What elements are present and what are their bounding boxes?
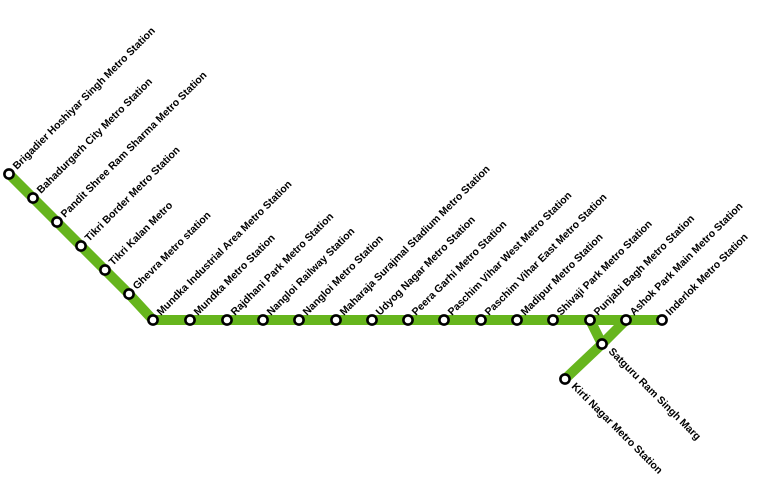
station-marker[interactable]: [584, 314, 596, 326]
station-marker[interactable]: [257, 314, 269, 326]
station-marker[interactable]: [330, 314, 342, 326]
station-marker[interactable]: [221, 314, 233, 326]
station-marker[interactable]: [293, 314, 305, 326]
station-marker[interactable]: [511, 314, 523, 326]
station-marker[interactable]: [366, 314, 378, 326]
station-marker[interactable]: [559, 373, 571, 385]
stations-group: [3, 168, 668, 385]
station-marker[interactable]: [99, 264, 111, 276]
station-marker[interactable]: [438, 314, 450, 326]
station-marker[interactable]: [147, 314, 159, 326]
station-marker[interactable]: [547, 314, 559, 326]
station-marker[interactable]: [475, 314, 487, 326]
station-marker[interactable]: [402, 314, 414, 326]
station-marker[interactable]: [75, 240, 87, 252]
station-marker[interactable]: [3, 168, 15, 180]
station-marker[interactable]: [27, 192, 39, 204]
station-label: Tikri Border Metro Station: [83, 144, 183, 244]
track-main: [4, 169, 667, 325]
labels-group: Brigadier Hoshiyar Singh Metro StationBa…: [11, 25, 751, 477]
station-marker[interactable]: [596, 338, 608, 350]
station-marker[interactable]: [184, 314, 196, 326]
station-marker[interactable]: [123, 288, 135, 300]
station-marker[interactable]: [620, 314, 632, 326]
station-marker[interactable]: [656, 314, 668, 326]
station-marker[interactable]: [51, 216, 63, 228]
